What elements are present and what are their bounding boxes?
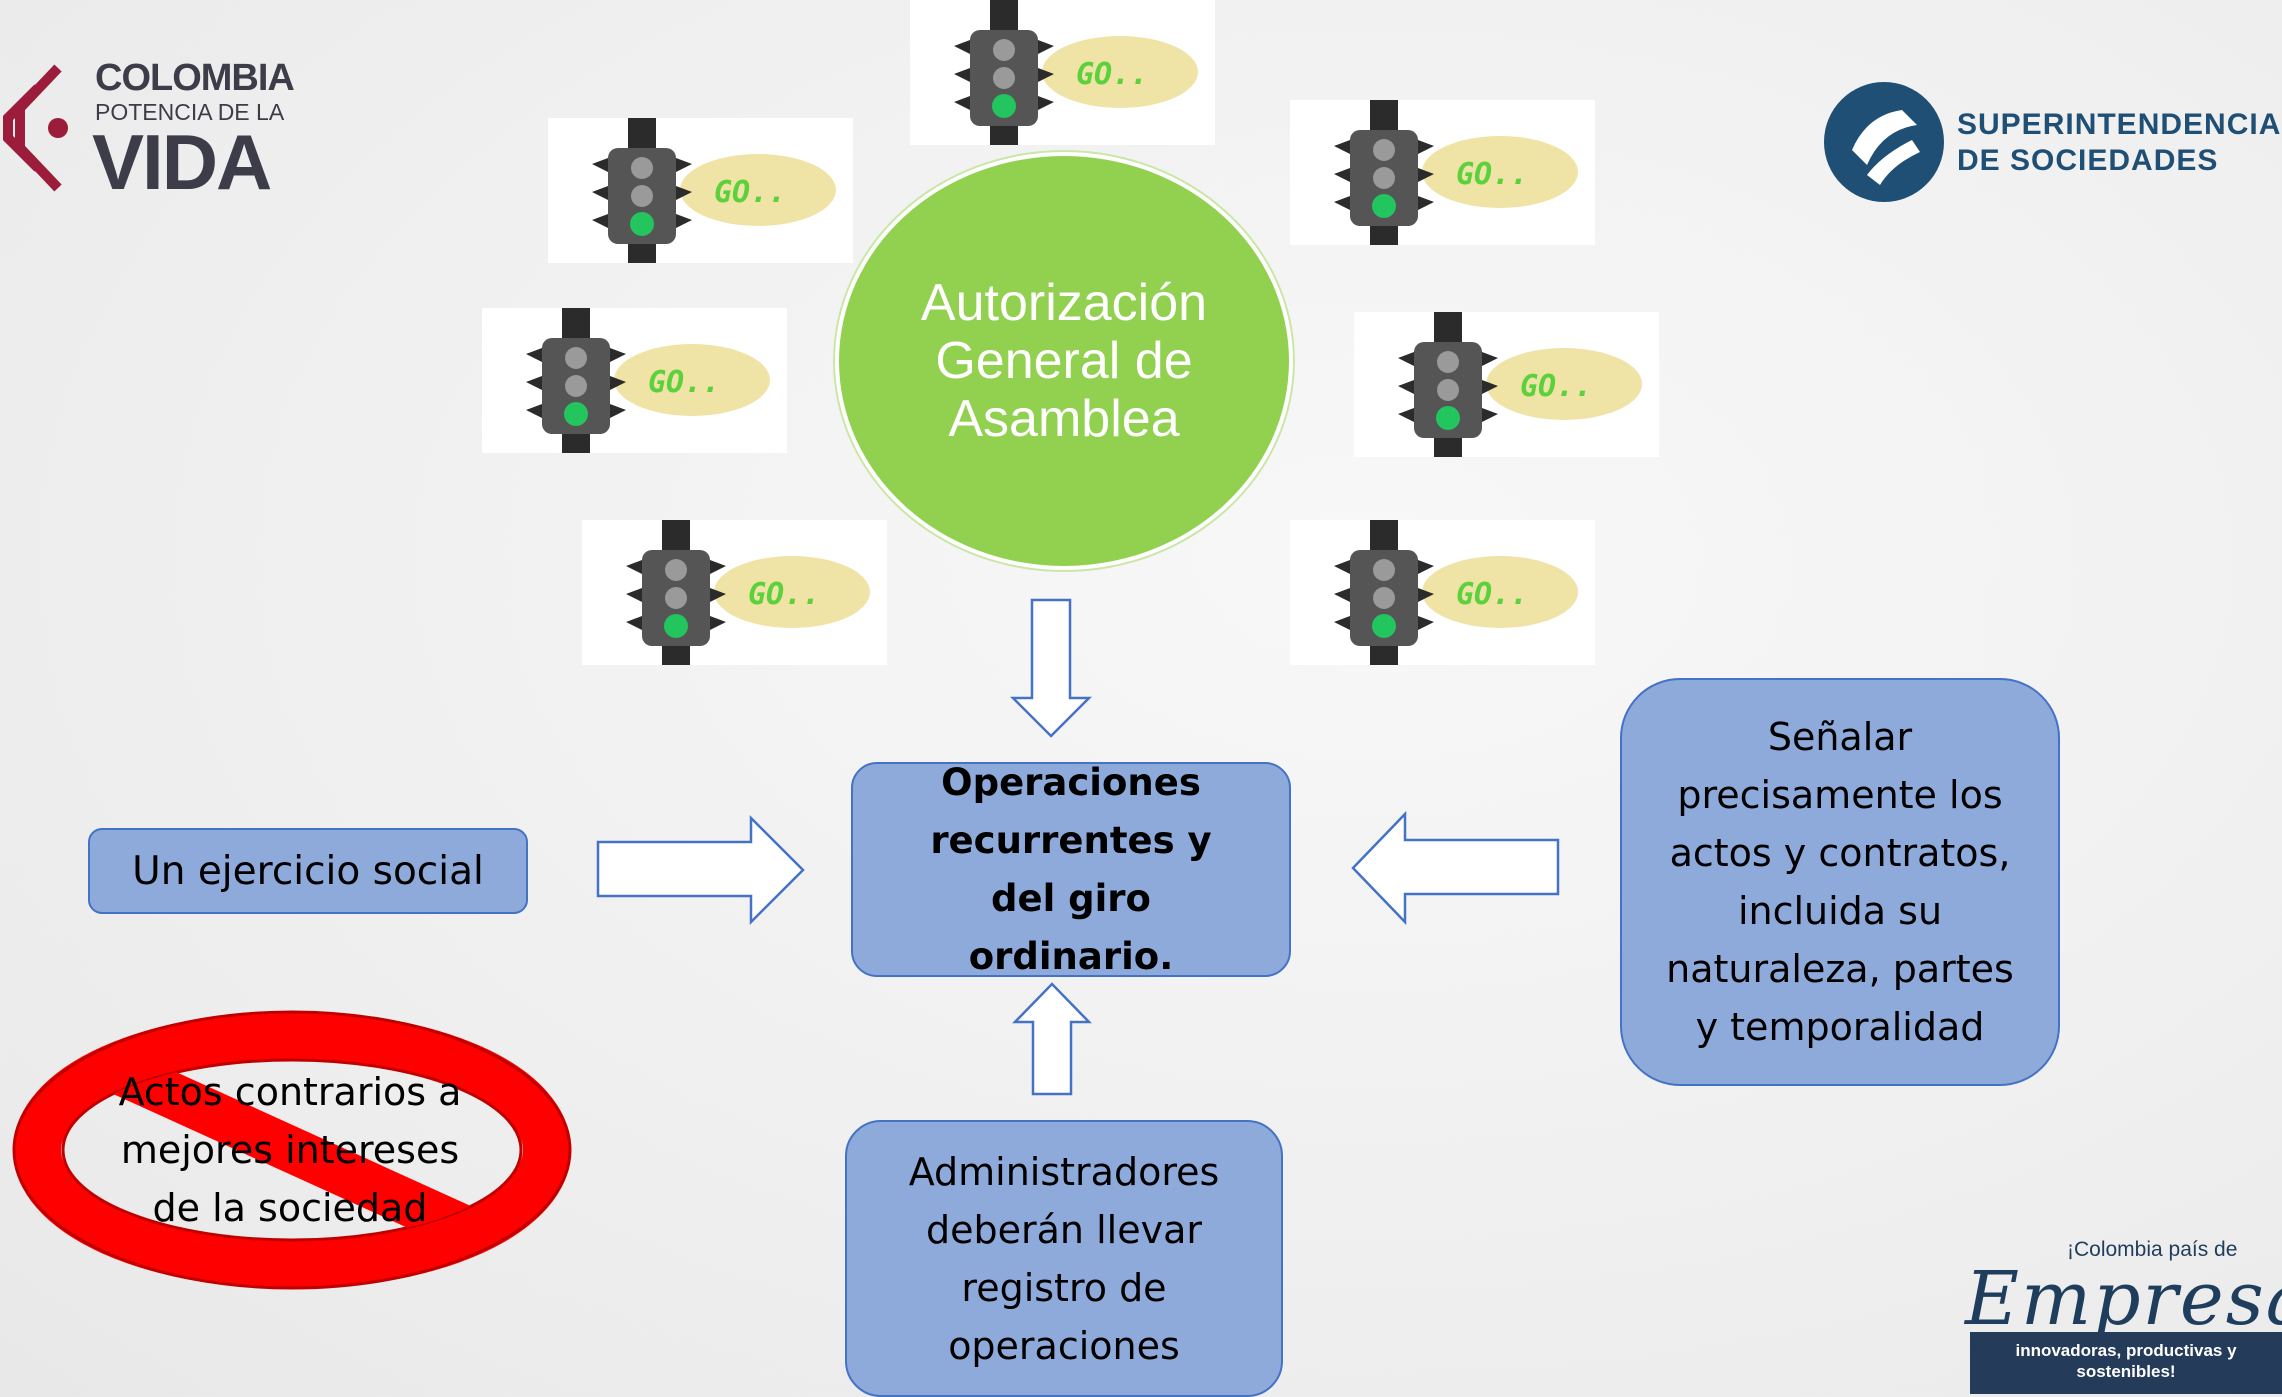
superintendencia-emblem-icon: [1824, 82, 1944, 202]
traffic-light-card: GO..: [1290, 520, 1595, 665]
operaciones-box: Operaciones recurrentes y del giro ordin…: [851, 761, 1291, 978]
circle-label: Autorización General de Asamblea: [920, 274, 1208, 448]
traffic-light-card: GO..: [910, 0, 1215, 145]
autorizacion-circle: Autorización General de Asamblea: [835, 152, 1293, 570]
administradores-label: Administradores deberán llevar registro …: [908, 1149, 1220, 1368]
superintendencia-line1: SUPERINTENDENCIA: [1957, 108, 2282, 141]
traffic-light-icon: GO..: [954, 0, 1198, 145]
colombia-empresas-logo: ¡Colombia país de Empresas innovadoras, …: [1965, 1232, 2282, 1397]
operaciones-label: Operaciones recurrentes y del giro ordin…: [930, 760, 1212, 978]
traffic-light-icon: GO..: [626, 520, 870, 665]
arrow-left-icon: [1351, 810, 1560, 926]
traffic-light-card: GO..: [548, 118, 853, 263]
traffic-light-icon: GO..: [526, 308, 770, 453]
go-label: GO..: [1520, 369, 1592, 404]
go-label: GO..: [748, 577, 820, 612]
arrow-down-icon: [1009, 598, 1093, 738]
colombia-logo-line2: POTENCIA DE LA: [95, 99, 285, 125]
go-label: GO..: [714, 175, 786, 210]
traffic-light-card: GO..: [482, 308, 787, 453]
empresas-tagline: ¡Colombia país de: [2067, 1238, 2238, 1261]
empresas-wordmark: Empresas: [1965, 1256, 2282, 1342]
colombia-potencia-logo: COLOMBIA POTENCIA DE LA VIDA: [0, 55, 300, 206]
ejercicio-social-box: Un ejercicio social: [88, 828, 528, 914]
colombia-logo-line1: COLOMBIA: [95, 57, 295, 99]
traffic-light-icon: GO..: [1334, 520, 1578, 665]
traffic-light-icon: GO..: [1334, 100, 1578, 245]
go-label: GO..: [1076, 57, 1148, 92]
traffic-light-card: GO..: [582, 520, 887, 665]
colombia-logo-mark-icon: [3, 64, 68, 192]
prohibition-sign-icon: [12, 1010, 572, 1290]
go-label: GO..: [1456, 157, 1528, 192]
senalar-box: Señalar precisamente los actos y contrat…: [1620, 678, 2060, 1086]
administradores-box: Administradores deberán llevar registro …: [845, 1120, 1283, 1397]
traffic-light-card: GO..: [1290, 100, 1595, 245]
traffic-light-icon: GO..: [592, 118, 836, 263]
prohibited-label: Actos contrarios a mejores intereses de …: [118, 1070, 462, 1230]
superintendencia-line2: DE SOCIEDADES: [1957, 144, 2219, 177]
colombia-logo-line3: VIDA: [92, 118, 272, 206]
arrow-right-icon: [596, 814, 805, 926]
ejercicio-social-label: Un ejercicio social: [132, 848, 484, 894]
go-label: GO..: [1456, 577, 1528, 612]
traffic-light-card: GO..: [1354, 312, 1659, 457]
senalar-label: Señalar precisamente los actos y contrat…: [1666, 715, 2014, 1049]
superintendencia-logo: SUPERINTENDENCIA DE SOCIEDADES: [1822, 80, 2282, 205]
empresas-banner: innovadoras, productivas y sostenibles!: [1970, 1332, 2282, 1394]
go-label: GO..: [648, 365, 720, 400]
arrow-up-icon: [1012, 982, 1092, 1096]
traffic-light-icon: GO..: [1398, 312, 1642, 457]
